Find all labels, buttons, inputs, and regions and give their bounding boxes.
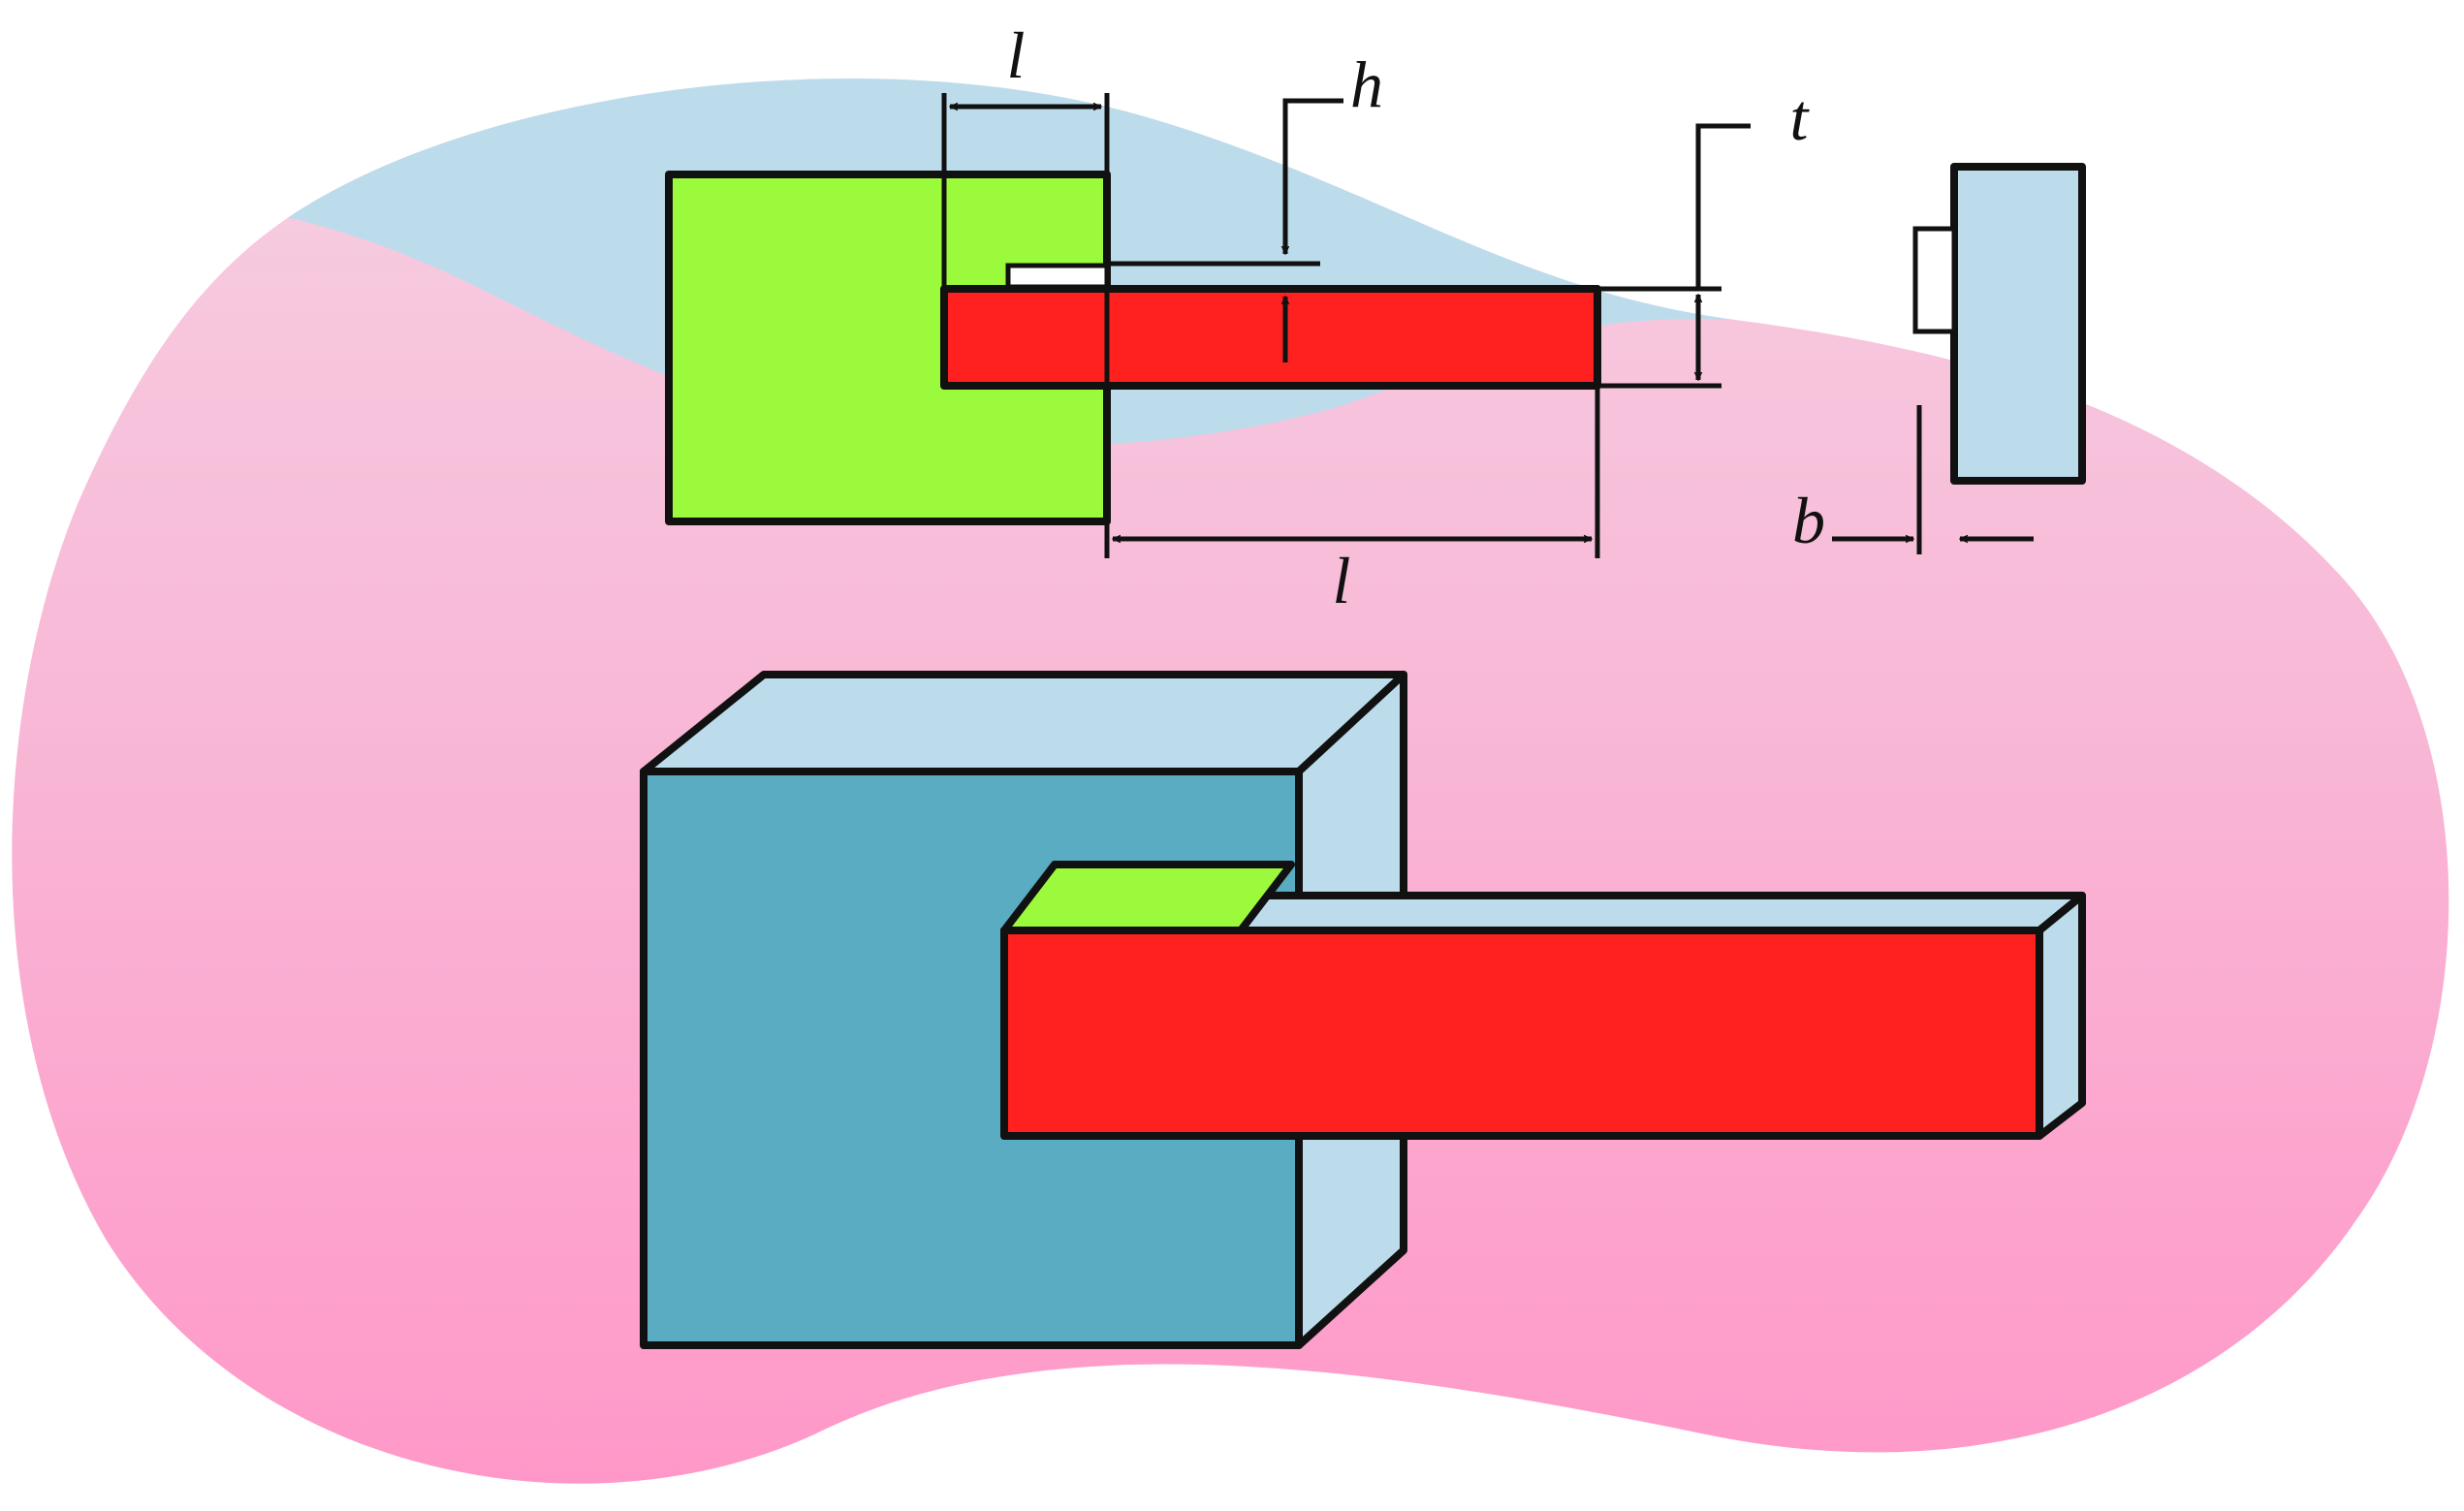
label-t: t bbox=[1790, 80, 1811, 154]
top-view: l h t l bbox=[665, 18, 1811, 617]
leader-h bbox=[1285, 98, 1343, 254]
side-view-shim bbox=[1912, 226, 1957, 334]
isometric-view bbox=[640, 671, 2086, 1349]
label-h: h bbox=[1350, 47, 1383, 121]
label-l-top: l bbox=[1007, 18, 1026, 92]
label-l-bottom: l bbox=[1333, 544, 1351, 617]
red-beam-top-view bbox=[940, 285, 1601, 390]
teal-block-top-face bbox=[640, 671, 1407, 775]
side-view: b bbox=[1792, 163, 2086, 557]
green-insert-top-face bbox=[1000, 861, 1295, 934]
white-shim-top-view bbox=[1005, 263, 1110, 290]
leader-t bbox=[1695, 123, 1751, 287]
label-b: b bbox=[1792, 484, 1825, 557]
red-beam-end-face bbox=[2036, 892, 2086, 1140]
red-beam-front-face bbox=[1000, 927, 2043, 1140]
side-view-block bbox=[1950, 163, 2086, 485]
